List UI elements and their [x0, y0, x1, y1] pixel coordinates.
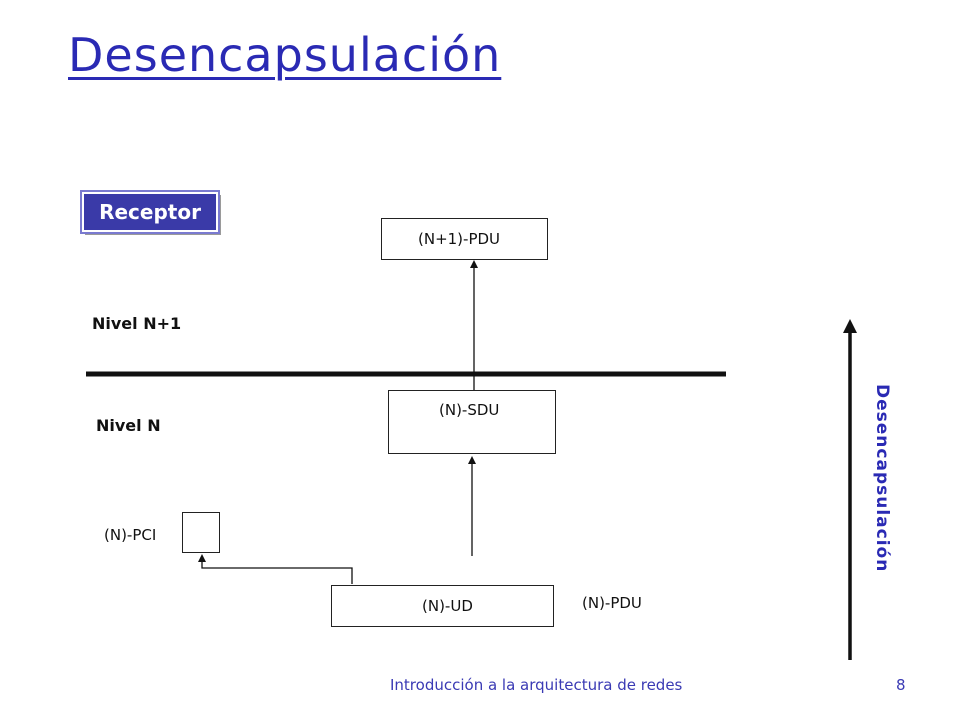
pci-box: [182, 512, 220, 553]
footer-course-title: Introducción a la arquitectura de redes: [390, 676, 683, 694]
arrow-ud-to-pci: [198, 554, 353, 584]
page-number: 8: [896, 676, 906, 694]
upper-pdu-box: (N+1)-PDU: [381, 218, 548, 260]
slide-title: Desencapsulación: [68, 28, 502, 82]
upper-pdu-label: (N+1)-PDU: [418, 230, 501, 248]
pdu-label: (N)-PDU: [582, 594, 642, 612]
sdu-label: (N)-SDU: [439, 401, 500, 419]
decapsulation-side-label: Desencapsulación: [872, 384, 892, 573]
pci-label: (N)-PCI: [104, 526, 157, 544]
ud-box: (N)-UD: [331, 585, 554, 627]
level-upper-label: Nivel N+1: [92, 314, 182, 333]
sdu-box: (N)-SDU: [388, 390, 556, 454]
receptor-badge: Receptor: [80, 190, 220, 234]
level-lower-label: Nivel N: [96, 416, 161, 435]
ud-label: (N)-UD: [422, 597, 473, 615]
